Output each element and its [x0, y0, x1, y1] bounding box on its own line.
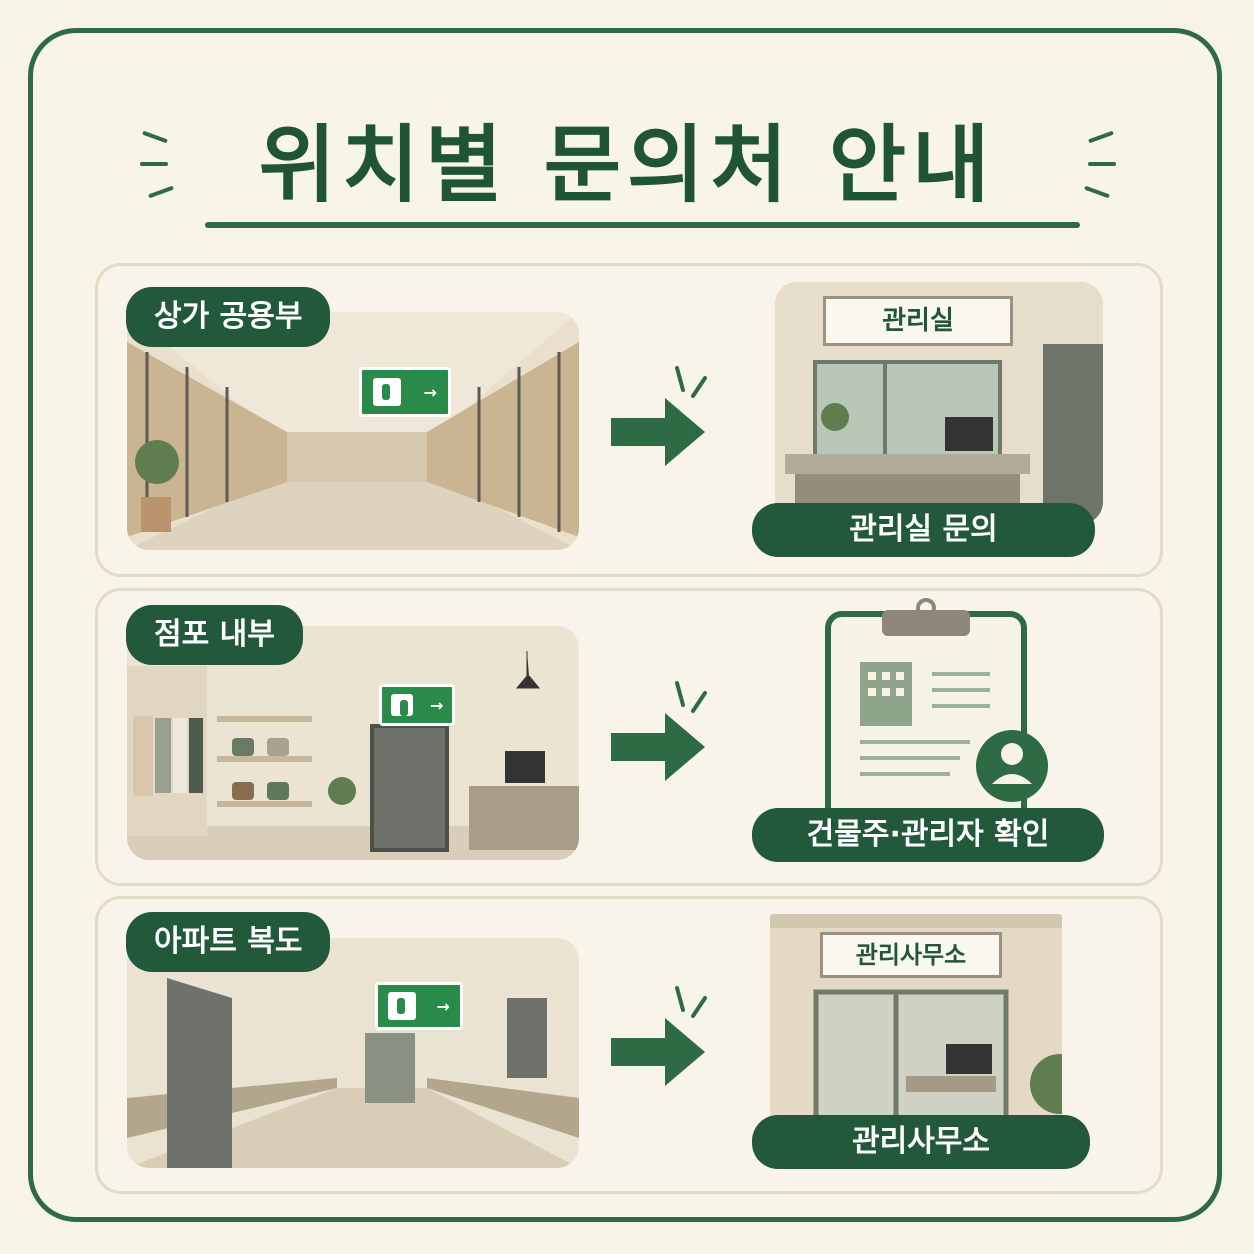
management-office-illustration: 관리실 — [775, 282, 1103, 524]
exit-sign-icon: → — [379, 684, 455, 726]
person-icon — [976, 730, 1048, 802]
exit-sign-icon: → — [359, 367, 451, 417]
apartment-corridor-illustration: → — [127, 938, 579, 1168]
destination-label: 건물주·관리자 확인 — [752, 808, 1104, 862]
right-arrow-icon — [611, 986, 707, 1086]
spark-decoration — [1088, 162, 1116, 166]
title-underline — [205, 222, 1080, 228]
right-arrow-icon — [611, 366, 707, 466]
mall-corridor-illustration: → — [127, 312, 579, 550]
store-interior-illustration: → — [127, 626, 579, 860]
clipboard-icon — [825, 598, 1048, 826]
location-label: 아파트 복도 — [126, 912, 331, 972]
exit-sign-icon: → — [375, 982, 463, 1030]
right-arrow-icon — [611, 681, 707, 781]
office-sign: 관리사무소 — [820, 932, 1002, 978]
apartment-office-illustration: 관리사무소 — [770, 914, 1062, 1128]
office-sign: 관리실 — [823, 296, 1013, 346]
destination-label: 관리사무소 — [752, 1115, 1090, 1169]
destination-label: 관리실 문의 — [752, 503, 1095, 557]
location-label: 점포 내부 — [126, 605, 303, 665]
page-title: 위치별 문의처 안내 — [258, 116, 996, 214]
location-label: 상가 공용부 — [126, 287, 331, 347]
spark-decoration — [140, 162, 168, 166]
